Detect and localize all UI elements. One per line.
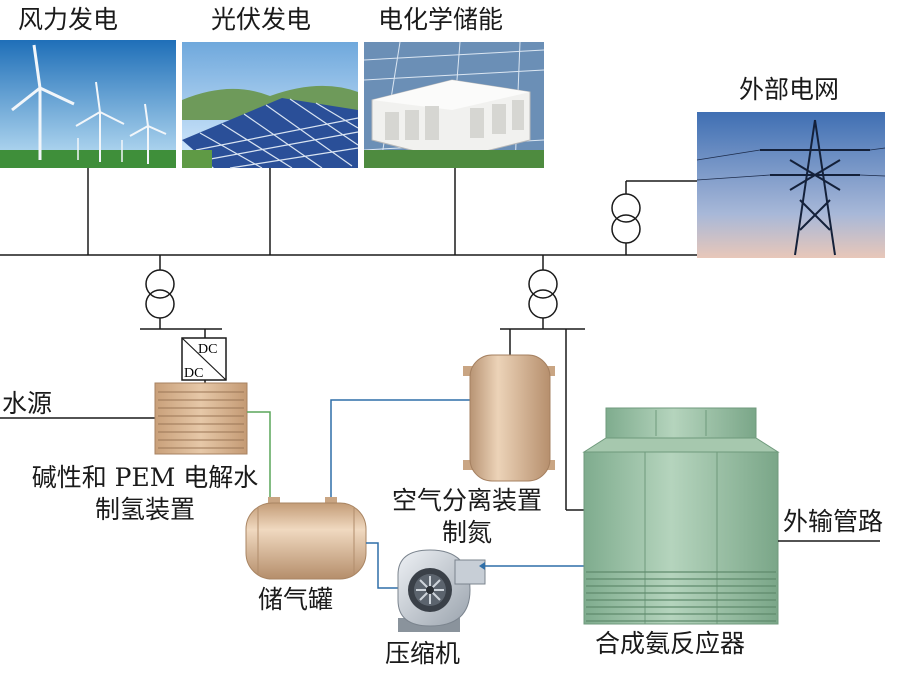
wind-power-label: 风力发电	[18, 5, 119, 34]
electrolyzer-label-line1: 碱性和 PEM 电解水	[31, 463, 259, 492]
electrolyzer-label-line2: 制氢装置	[94, 495, 195, 524]
air-separation-label-line1: 空气分离装置	[391, 486, 542, 515]
tank-label: 储气罐	[258, 585, 334, 614]
compressor-outlet-arrow	[479, 562, 485, 570]
power-bus	[0, 168, 697, 511]
pv-image	[182, 42, 359, 169]
ammonia-reactor	[582, 407, 780, 625]
electrolyzer-label: 碱性和 PEM 电解水 制氢装置	[14, 462, 276, 526]
electrolyzer	[154, 382, 248, 455]
pipeline-label: 外输管路	[783, 507, 884, 536]
water-source-label: 水源	[2, 389, 53, 418]
nitrogen-pipe	[330, 399, 472, 497]
wind-power-image	[0, 40, 176, 168]
grid-image	[696, 112, 886, 258]
dc-label-bottom: DC	[184, 366, 203, 381]
pv-power-label: 光伏发电	[211, 5, 312, 34]
dc-label-top: DC	[198, 342, 217, 357]
reactor-label: 合成氨反应器	[595, 629, 746, 658]
storage-image	[363, 41, 545, 169]
storage-label: 电化学储能	[378, 5, 504, 34]
transformer-air-separation	[528, 269, 558, 319]
air-separation-label: 空气分离装置 制氮	[372, 485, 562, 549]
dc-dc-converter: DC DC	[181, 337, 227, 381]
grid-label: 外部电网	[739, 75, 840, 104]
compressor	[397, 549, 486, 632]
transformer-electrolyzer	[145, 269, 175, 319]
gas-storage-tank	[245, 497, 367, 580]
tank-to-compressor-pipe	[366, 542, 398, 589]
compressor-label: 压缩机	[385, 639, 461, 668]
air-separation-label-line2: 制氮	[441, 518, 492, 547]
transformer-grid	[611, 193, 641, 244]
hydrogen-pipe	[247, 411, 271, 505]
air-separation-vessel	[463, 354, 555, 482]
